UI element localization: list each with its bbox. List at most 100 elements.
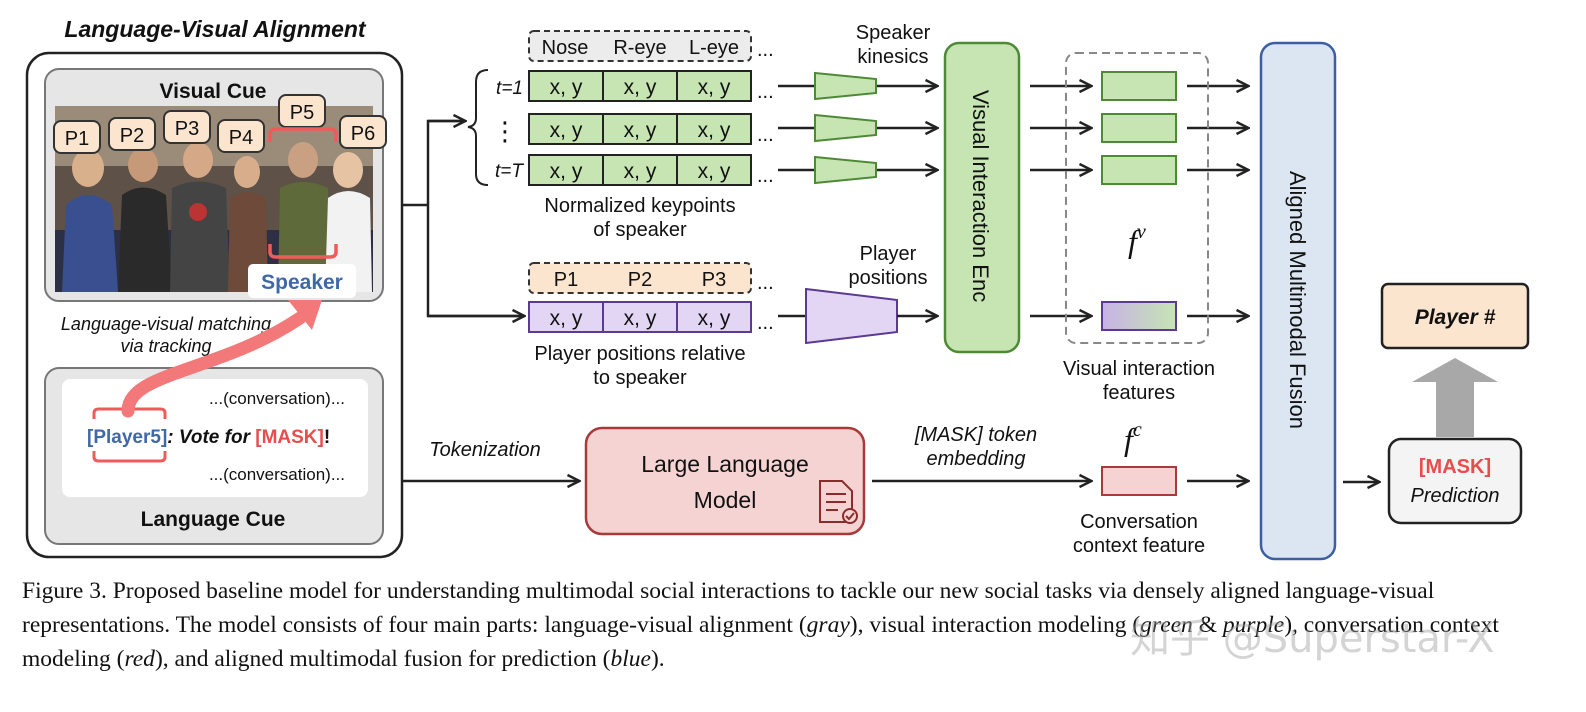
svg-text:x, y: x, y bbox=[698, 119, 731, 142]
svg-text:x, y: x, y bbox=[624, 76, 657, 99]
svg-text:...: ... bbox=[757, 312, 774, 334]
svg-text:P5: P5 bbox=[290, 102, 314, 124]
architecture-diagram: Language-Visual Alignment Visual Cue P1 … bbox=[25, 16, 1530, 561]
keypoints-caption-1: Normalized keypoints bbox=[544, 195, 735, 217]
conversation-line-2: ...(conversation)... bbox=[209, 465, 345, 484]
visual-features-caption-2: features bbox=[1103, 382, 1175, 404]
keypoint-header-box bbox=[528, 30, 752, 62]
mask-embedding-label-1: [MASK] token bbox=[914, 424, 1037, 446]
kp-header-nose: Nose bbox=[542, 37, 589, 59]
kinesics-encoder-3 bbox=[814, 155, 877, 185]
svg-text:P4: P4 bbox=[229, 127, 253, 149]
speaker-label-box bbox=[248, 264, 356, 298]
pp-header-p1: P1 bbox=[554, 269, 578, 291]
svg-text:x, y: x, y bbox=[624, 307, 657, 330]
conversation-feature-caption-2: context feature bbox=[1073, 535, 1205, 557]
svg-text:P6: P6 bbox=[351, 123, 375, 145]
kp-header-ellipsis: ... bbox=[757, 39, 774, 61]
player-tag-p3: P3 bbox=[163, 110, 211, 144]
svg-text:P1: P1 bbox=[65, 128, 89, 150]
player-tag-p6: P6 bbox=[339, 115, 387, 149]
keypoint-row-tT: x, y x, y x, y ... bbox=[528, 154, 774, 187]
positions-row: x, y x, y x, y ... bbox=[528, 301, 774, 334]
exclamation: ! bbox=[324, 427, 330, 448]
llm-label-2: Model bbox=[694, 487, 757, 513]
positions-label-1: Player bbox=[860, 243, 917, 265]
figure-caption: Figure 3. Proposed baseline model for un… bbox=[22, 578, 1499, 672]
speaker-bracket-top bbox=[268, 127, 338, 142]
svg-text:...: ... bbox=[757, 81, 774, 103]
kinesics-encoder-2 bbox=[814, 113, 877, 143]
conversation-feature bbox=[1101, 466, 1177, 496]
tracking-arrowhead bbox=[288, 300, 322, 330]
svg-text:x, y: x, y bbox=[698, 160, 731, 183]
visual-features-group bbox=[1065, 52, 1209, 344]
lva-title: Language-Visual Alignment bbox=[64, 16, 366, 42]
svg-text:x, y: x, y bbox=[550, 76, 583, 99]
mask-prediction-label-2: Prediction bbox=[1411, 485, 1500, 507]
svg-text:x, y: x, y bbox=[698, 307, 731, 330]
time-brace bbox=[467, 69, 489, 186]
tracking-arrow bbox=[121, 311, 307, 418]
kp-header-leye: L-eye bbox=[689, 37, 739, 59]
pp-header-ellipsis: ... bbox=[757, 272, 774, 294]
kinesics-label-1: Speaker bbox=[856, 22, 931, 44]
positions-caption-1: Player positions relative bbox=[534, 343, 745, 365]
positions-encoder bbox=[805, 287, 898, 345]
svg-text:x, y: x, y bbox=[550, 119, 583, 142]
language-cue-label: Language Cue bbox=[141, 508, 286, 531]
time-vdots: ⋮ bbox=[492, 116, 518, 146]
svg-text:x, y: x, y bbox=[624, 160, 657, 183]
mask-embedding-label-2: embedding bbox=[927, 448, 1026, 470]
kinesics-arrows bbox=[778, 86, 936, 170]
llm-box bbox=[584, 426, 866, 536]
matching-text-1: Language-visual matching bbox=[61, 314, 271, 334]
llm-label-1: Large Language bbox=[641, 451, 809, 477]
matching-text-2: via tracking bbox=[120, 336, 211, 356]
conversation-line-1: ...(conversation)... bbox=[209, 389, 345, 408]
svg-text:P3: P3 bbox=[175, 118, 199, 140]
keypoint-row-mid: x, y x, y x, y ... bbox=[528, 113, 774, 146]
visual-feature-4 bbox=[1101, 301, 1177, 331]
vie-output-arrows bbox=[1030, 86, 1247, 316]
visual-features-caption-1: Visual interaction bbox=[1063, 358, 1215, 380]
player-tag-p5: P5 bbox=[278, 94, 326, 128]
svg-text:x, y: x, y bbox=[698, 76, 731, 99]
time-label-t1: t=1 bbox=[496, 78, 523, 99]
player-tag-p4: P4 bbox=[217, 119, 265, 153]
mask-token: [MASK] bbox=[255, 427, 324, 448]
visual-feature-3 bbox=[1101, 155, 1177, 185]
player-number-label: Player # bbox=[1415, 306, 1496, 329]
mask-prediction-box bbox=[1387, 437, 1523, 525]
time-label-tT: t=T bbox=[495, 161, 524, 182]
fc-symbol: fc bbox=[1124, 419, 1142, 457]
fusion-box bbox=[1259, 41, 1337, 561]
prediction-up-arrow bbox=[1412, 358, 1498, 437]
svg-text:P2: P2 bbox=[120, 125, 144, 147]
pp-header-p3: P3 bbox=[702, 269, 726, 291]
visual-cue-label: Visual Cue bbox=[160, 80, 267, 103]
branch-connector bbox=[402, 119, 523, 318]
svg-text:x, y: x, y bbox=[624, 119, 657, 142]
tokenization-label: Tokenization bbox=[429, 439, 541, 461]
positions-header-box bbox=[528, 262, 752, 294]
vote-line: [Player5]: Vote for [MASK]! bbox=[87, 427, 330, 448]
kp-header-reye: R-eye bbox=[613, 37, 666, 59]
svg-text:x, y: x, y bbox=[550, 307, 583, 330]
player5-token: [Player5] bbox=[87, 427, 167, 448]
visual-feature-1 bbox=[1101, 71, 1177, 101]
mask-prediction-label-1: [MASK] bbox=[1419, 456, 1491, 478]
svg-text:...: ... bbox=[757, 124, 774, 146]
kinesics-label-2: kinesics bbox=[857, 46, 928, 68]
player-tag-p2: P2 bbox=[108, 117, 156, 151]
svg-text:x, y: x, y bbox=[550, 160, 583, 183]
pp-header-p2: P2 bbox=[628, 269, 652, 291]
fv-symbol: fv bbox=[1128, 221, 1146, 259]
player-number-box bbox=[1380, 282, 1530, 350]
visual-interaction-encoder-label: Visual Interaction Enc bbox=[968, 90, 993, 302]
speaker-bracket-bottom bbox=[268, 244, 338, 259]
visual-interaction-encoder bbox=[943, 41, 1021, 354]
visual-feature-2 bbox=[1101, 113, 1177, 143]
kinesics-encoder-1 bbox=[814, 71, 877, 101]
positions-caption-2: to speaker bbox=[593, 367, 687, 389]
